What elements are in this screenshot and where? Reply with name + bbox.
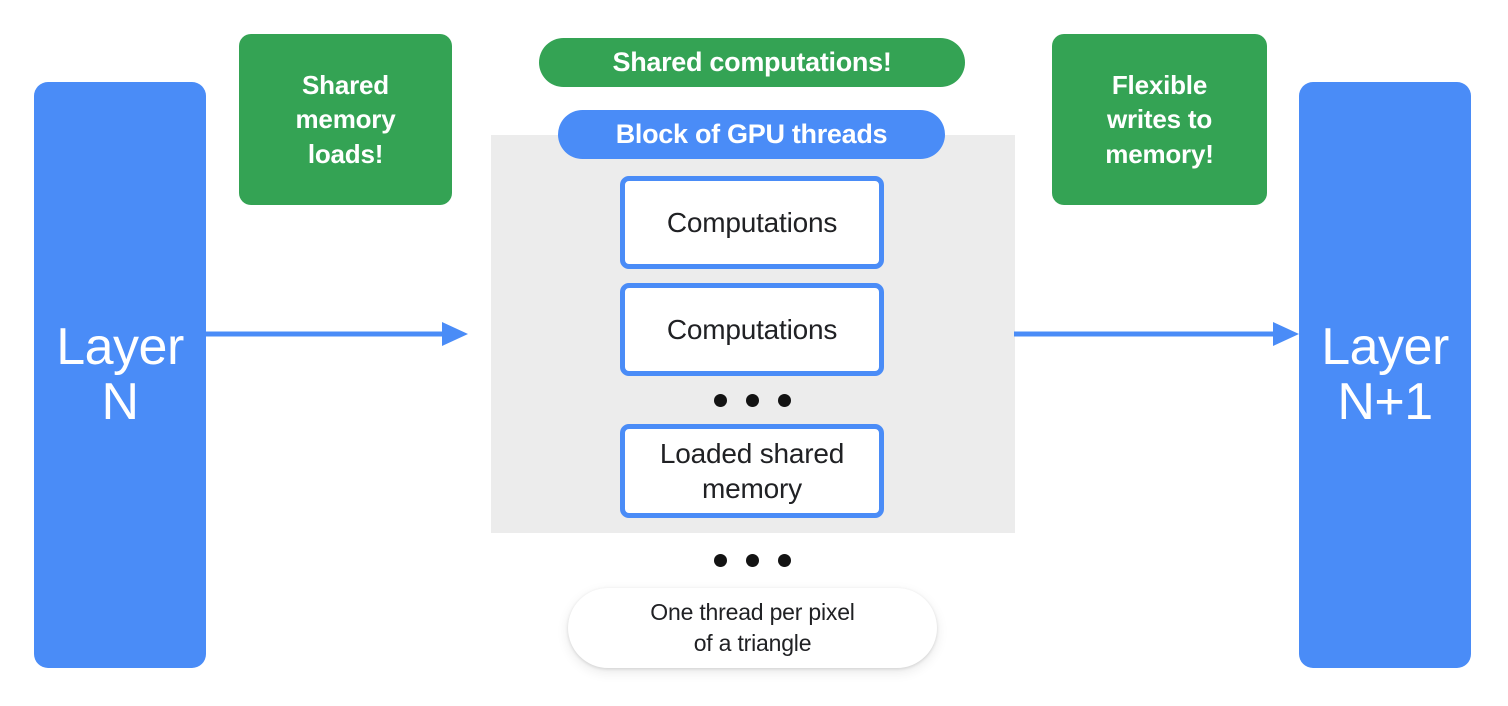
ellipsis-outer [620, 552, 884, 568]
ellipsis-dot-icon [777, 553, 791, 567]
pill-block-of-gpu-threads: Block of GPU threads [558, 110, 945, 159]
arrow-right-icon [1014, 322, 1299, 346]
layer-n-line2: N [101, 373, 139, 431]
thread-box-loaded-shared-memory: Loaded shared memory [620, 424, 884, 518]
ellipsis-inner [620, 392, 884, 408]
ellipsis-dot-icon [713, 553, 727, 567]
callout-left-text: Shared memory loads! [296, 68, 396, 171]
arrow-right-icon [206, 322, 468, 346]
thread-box-3-line1: Loaded shared [659, 438, 845, 469]
thread-box-3-label: Loaded shared memory [660, 436, 844, 506]
layer-n-line1: Layer [56, 318, 184, 377]
layer-n-plus-1-line1: Layer [1321, 318, 1449, 377]
ellipsis-dot-icon [745, 553, 759, 567]
arrow-block-to-layer-n1 [1014, 318, 1299, 350]
pill-shared-computations: Shared computations! [539, 38, 965, 87]
ellipsis-dot-icon [745, 393, 759, 407]
layer-n-plus-1-line2: N+1 [1337, 373, 1433, 431]
callout-right-line2: writes to [1106, 104, 1213, 135]
thread-box-computations-2: Computations [620, 283, 884, 376]
thread-box-3-line2: memory [702, 473, 802, 504]
layer-n-plus-1-block: Layer N+1 [1299, 82, 1471, 668]
footer-pill-one-thread-per-pixel: One thread per pixel of a triangle [568, 588, 937, 668]
pill-block-of-gpu-threads-label: Block of GPU threads [615, 119, 888, 149]
callout-left-line1: Shared [302, 70, 389, 101]
callout-left-line3: loads! [307, 138, 384, 169]
layer-n-label: Layer N [56, 320, 184, 429]
layer-n-plus-1-label: Layer N+1 [1321, 320, 1449, 429]
ellipsis-dot-icon [777, 393, 791, 407]
callout-shared-memory-loads: Shared memory loads! [239, 34, 452, 205]
layer-n-block: Layer N [34, 82, 206, 668]
footer-pill-line1: One thread per pixel [650, 598, 855, 625]
callout-right-line1: Flexible [1111, 70, 1208, 101]
pill-shared-computations-label: Shared computations! [612, 47, 892, 77]
ellipsis-dot-icon [713, 393, 727, 407]
footer-pill-line2: of a triangle [693, 630, 812, 656]
arrow-left-to-block [206, 318, 468, 350]
callout-left-line2: memory [295, 104, 396, 135]
footer-pill-text: One thread per pixel of a triangle [650, 597, 855, 659]
thread-box-1-label: Computations [666, 207, 838, 238]
callout-right-line3: memory! [1105, 138, 1214, 169]
callout-right-text: Flexible writes to memory! [1105, 68, 1214, 171]
thread-box-computations-1: Computations [620, 176, 884, 269]
callout-flexible-writes-to-memory: Flexible writes to memory! [1052, 34, 1267, 205]
thread-box-2-label: Computations [666, 314, 838, 345]
